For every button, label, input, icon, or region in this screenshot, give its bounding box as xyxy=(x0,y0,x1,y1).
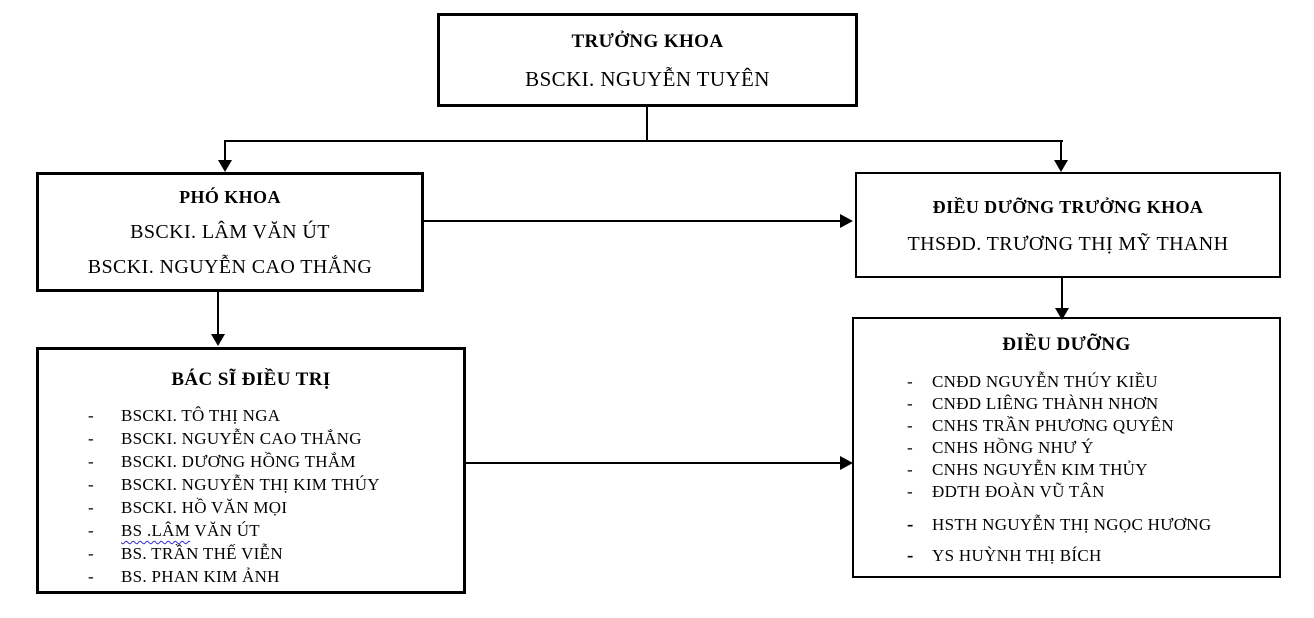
list-item: -CNHS NGUYỄN KIM THỦY xyxy=(907,459,1279,481)
doctor-name: BS. TRẦN THẾ VIỄN xyxy=(121,544,283,563)
nurse-name: ĐDTH ĐOÀN VŨ TÂN xyxy=(932,482,1105,501)
dash-bullet: - xyxy=(88,521,94,540)
dash-bullet: - xyxy=(88,544,94,563)
list-item: - BS. TRẦN THẾ VIỄN xyxy=(88,542,463,565)
nurse-name: CNĐD NGUYỄN THÚY KIỀU xyxy=(932,372,1158,391)
box-dieu-duong: ĐIỀU DƯỠNG -CNĐD NGUYỄN THÚY KIỀU -CNĐD … xyxy=(852,317,1281,578)
dash-bullet: - xyxy=(88,567,94,586)
box-title: BÁC SĨ ĐIỀU TRỊ xyxy=(171,369,331,390)
list-item: -HSTH NGUYỄN THỊ NGỌC HƯƠNG xyxy=(907,514,1279,536)
connector-branch-horizontal xyxy=(225,140,1063,142)
list-item: -CNHS TRẦN PHƯƠNG QUYÊN xyxy=(907,415,1279,437)
connector-top-stem xyxy=(646,107,648,142)
person-name: BSCKI. NGUYỄN CAO THẮNG xyxy=(87,256,373,278)
box-pho-khoa: PHÓ KHOA BSCKI. LÂM VĂN ÚT BSCKI. NGUYỄN… xyxy=(36,172,424,292)
list-item: - BSCKI. NGUYỄN CAO THẮNG xyxy=(88,427,463,450)
list-item: - BSCKI. DƯƠNG HỒNG THẮM xyxy=(88,450,463,473)
list-item: -CNĐD LIÊNG THÀNH NHƠN xyxy=(907,393,1279,415)
list-item: -ĐDTH ĐOÀN VŨ TÂN xyxy=(907,481,1279,503)
list-item: - BS. PHAN KIM ẢNH xyxy=(88,565,463,588)
dash-bullet: - xyxy=(907,514,914,535)
doctor-name: BS .LÂM VĂN ÚT xyxy=(121,519,260,542)
dash-bullet: - xyxy=(907,372,913,391)
list-item: - BSCKI. HỒ VĂN MỌI xyxy=(88,496,463,519)
arrow-down-icon xyxy=(218,160,232,172)
connector-pho-khoa-to-bac-si xyxy=(217,292,219,336)
person-name: BSCKI. LÂM VĂN ÚT xyxy=(130,221,330,243)
list-item: -CNHS HỒNG NHƯ Ý xyxy=(907,437,1279,459)
dash-bullet: - xyxy=(907,416,913,435)
arrow-down-icon xyxy=(1055,308,1069,320)
dash-bullet: - xyxy=(88,429,94,448)
box-truong-khoa: TRƯỞNG KHOA BSCKI. NGUYỄN TUYÊN xyxy=(437,13,858,107)
box-title: ĐIỀU DƯỠNG TRƯỞNG KHOA xyxy=(932,196,1204,217)
doctor-name-rest: VĂN ÚT xyxy=(190,521,260,540)
nurse-name: CNHS TRẦN PHƯƠNG QUYÊN xyxy=(932,416,1174,435)
connector-drop-to-pho-khoa xyxy=(224,140,226,162)
dash-bullet: - xyxy=(88,475,94,494)
doctor-name: BSCKI. NGUYỄN THỊ KIM THÚY xyxy=(121,475,380,494)
nurse-name: CNHS HỒNG NHƯ Ý xyxy=(932,438,1094,457)
box-dieu-duong-truong-khoa: ĐIỀU DƯỠNG TRƯỞNG KHOA THSĐD. TRƯƠNG THỊ… xyxy=(855,172,1281,278)
connector-pho-khoa-to-dieu-duong-truong-khoa xyxy=(424,220,841,222)
nurse-name: CNĐD LIÊNG THÀNH NHƠN xyxy=(932,394,1159,413)
nurse-list: -CNĐD NGUYỄN THÚY KIỀU -CNĐD LIÊNG THÀNH… xyxy=(854,371,1279,567)
dash-bullet: - xyxy=(907,394,913,413)
nurse-name: YS HUỲNH THỊ BÍCH xyxy=(932,546,1102,565)
nurse-name: CNHS NGUYỄN KIM THỦY xyxy=(932,460,1148,479)
dash-bullet: - xyxy=(88,406,94,425)
doctor-name: BSCKI. DƯƠNG HỒNG THẮM xyxy=(121,452,356,471)
box-title: ĐIỀU DƯỠNG xyxy=(1002,334,1131,355)
connector-ddtk-to-dieu-duong xyxy=(1061,278,1063,310)
doctor-name: BSCKI. NGUYỄN CAO THẮNG xyxy=(121,429,362,448)
dash-bullet: - xyxy=(88,498,94,517)
doctor-name: BS. PHAN KIM ẢNH xyxy=(121,567,280,586)
spellcheck-underlined-text: BS .LÂM xyxy=(121,521,191,540)
list-item: -YS HUỲNH THỊ BÍCH xyxy=(907,545,1279,567)
doctor-name: BSCKI. TÔ THỊ NGA xyxy=(121,406,281,425)
person-name: BSCKI. NGUYỄN TUYÊN xyxy=(525,66,770,91)
list-item: - BSCKI. TÔ THỊ NGA xyxy=(88,404,463,427)
person-name: THSĐD. TRƯƠNG THỊ MỸ THANH xyxy=(907,232,1229,255)
list-item: -CNĐD NGUYỄN THÚY KIỀU xyxy=(907,371,1279,393)
connector-drop-to-dieu-duong-truong-khoa xyxy=(1060,140,1062,162)
arrow-down-icon xyxy=(211,334,225,346)
box-bac-si-dieu-tri: BÁC SĨ ĐIỀU TRỊ - BSCKI. TÔ THỊ NGA - BSCK… xyxy=(36,347,466,594)
list-item: - BS .LÂM VĂN ÚT xyxy=(88,519,463,542)
list-item: - BSCKI. NGUYỄN THỊ KIM THÚY xyxy=(88,473,463,496)
dash-bullet: - xyxy=(907,438,913,457)
doctor-list: - BSCKI. TÔ THỊ NGA - BSCKI. NGUYỄN CAO TH… xyxy=(39,404,463,588)
connector-bac-si-to-dieu-duong xyxy=(466,462,841,464)
dash-bullet: - xyxy=(88,452,94,471)
arrow-right-icon xyxy=(840,214,853,228)
arrow-down-icon xyxy=(1054,160,1068,172)
nurse-name: HSTH NGUYỄN THỊ NGỌC HƯƠNG xyxy=(932,515,1212,534)
doctor-name: BSCKI. HỒ VĂN MỌI xyxy=(121,498,288,517)
dash-bullet: - xyxy=(907,460,913,479)
box-title: PHÓ KHOA xyxy=(179,187,281,207)
box-title: TRƯỞNG KHOA xyxy=(571,30,724,52)
dash-bullet: - xyxy=(907,545,914,566)
arrow-right-icon xyxy=(840,456,853,470)
dash-bullet: - xyxy=(907,482,913,501)
